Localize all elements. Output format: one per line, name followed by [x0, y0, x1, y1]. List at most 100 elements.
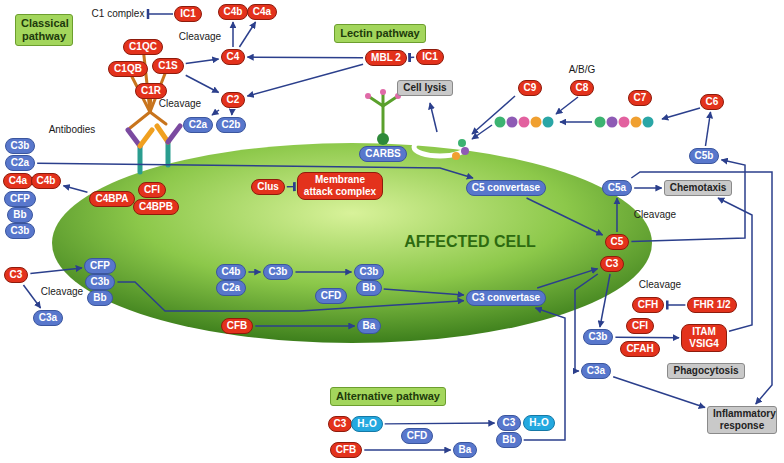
protein-pill: C2 [221, 92, 246, 108]
chain-arrow [472, 96, 515, 134]
node-text: C1QB [114, 63, 142, 75]
antibody-stem [166, 142, 171, 165]
protein-pill: CFI [626, 318, 654, 334]
node-text: C8 [576, 82, 589, 94]
reaction-arrow [634, 187, 661, 189]
node-text: C4b [222, 266, 241, 278]
reaction-arrow [537, 269, 597, 288]
node-text: CFI [632, 320, 648, 332]
reaction-arrow [613, 377, 705, 408]
reaction-arrow [247, 64, 363, 96]
fragment-pill: Bb [356, 280, 381, 296]
fragment-pill: CARBS [359, 146, 407, 162]
protein-pill: Membrane attack complex [297, 172, 383, 200]
node-text: CARBS [365, 148, 401, 160]
protein-pill: ITAM VSIG4 [681, 324, 727, 352]
pathway-label: Classical pathway [15, 14, 73, 46]
node-text: CFAH [626, 343, 653, 355]
protein-pill: CFI [138, 182, 166, 198]
reaction-arrow [615, 336, 679, 338]
node-text: IC1 [180, 8, 196, 20]
node-text: Ba [363, 320, 376, 332]
node-text: IC1 [422, 51, 438, 63]
protein-pill: C1R [135, 83, 167, 99]
node-text: C1S [158, 60, 177, 72]
reaction-arrow [37, 163, 473, 178]
cell-title: AFFECTED CELL [404, 233, 536, 251]
node-text: C4 [227, 51, 240, 63]
fragment-pill: C3b [354, 264, 385, 280]
pathway-label: Alternative pathway [330, 387, 446, 406]
node-text: C5a [608, 182, 626, 194]
node-text: C3 [10, 269, 23, 281]
protein-pill: C1QB [108, 61, 148, 77]
node-text: C5b [695, 150, 714, 162]
protein-pill: C4 [221, 49, 246, 65]
chain-ball [619, 117, 630, 128]
water-pill: H₂O [523, 415, 554, 431]
chain-ball [607, 117, 618, 128]
reaction-arrow [575, 274, 598, 371]
fragment-pill: Ba [357, 318, 382, 334]
protein-pill: C3 [4, 267, 29, 283]
node-text: Clus [257, 181, 279, 193]
outcome-box: Cell lysis [397, 80, 452, 96]
fragment-pill: C3b [5, 138, 36, 154]
node-text: Inflammatory response [713, 408, 771, 432]
chain-arrow [556, 97, 578, 114]
node-text: H₂O [357, 418, 376, 430]
fragment-pill: C3b [263, 264, 294, 280]
protein-pill: C7 [628, 90, 653, 106]
node-text: C2a [189, 119, 207, 131]
reaction-arrow [23, 285, 40, 308]
reaction-arrow [364, 449, 450, 451]
fragment-pill: CFP [4, 191, 36, 207]
reaction-arrow [524, 308, 565, 440]
pore-ball [452, 152, 460, 160]
mbl-tip [365, 93, 371, 99]
antibody-arm [140, 130, 152, 146]
mac-arrows [148, 9, 700, 139]
reaction-arrow [255, 325, 354, 327]
inhibit-bar [147, 9, 150, 19]
chain-ball [531, 117, 542, 128]
node-text: Phagocytosis [673, 365, 738, 377]
node-text: C4BPB [139, 201, 173, 213]
protein-pill: C6 [700, 94, 725, 110]
node-text: Alternative pathway [336, 390, 440, 403]
protein-pill: C1S [152, 58, 183, 74]
protein-pill: C4a [3, 173, 33, 189]
node-text: Bb [93, 292, 106, 304]
node-text: Lectin pathway [340, 27, 419, 40]
node-text: C2a [222, 282, 240, 294]
fragment-pill: C3b [5, 223, 36, 239]
reaction-arrow [384, 289, 464, 295]
pore-ball [458, 139, 466, 147]
reaction-arrow [600, 274, 610, 327]
fragment-pill: C3 convertase [466, 290, 546, 306]
fragment-pill: C3b [583, 329, 614, 345]
node-text: CFB [336, 444, 357, 456]
node-text: Membrane attack complex [303, 174, 377, 198]
node-text: C3b [11, 140, 30, 152]
pore-ball [461, 147, 469, 155]
pore-symbol [414, 138, 469, 160]
node-text: Bb [362, 282, 375, 294]
node-text: C3a [39, 312, 57, 324]
annotation: Cleavage [41, 286, 83, 298]
antibody-arm [128, 130, 140, 146]
outcome-box: Chemotaxis [664, 180, 733, 196]
fragment-pill: C3a [581, 363, 611, 379]
protein-pill: FHR 1/2 [687, 297, 736, 313]
node-text: C7 [634, 92, 647, 104]
inhibition-line [666, 304, 685, 306]
node-text: H₂O [529, 417, 548, 429]
antibody-stem [138, 146, 143, 172]
water-pill: H₂O [351, 416, 382, 432]
cell-body [52, 143, 652, 343]
node-text: C4a [253, 6, 271, 18]
reaction-arrow [616, 198, 618, 232]
node-text: C3 [334, 418, 347, 430]
node-text: C3a [587, 365, 605, 377]
node-text: C3b [91, 276, 110, 288]
